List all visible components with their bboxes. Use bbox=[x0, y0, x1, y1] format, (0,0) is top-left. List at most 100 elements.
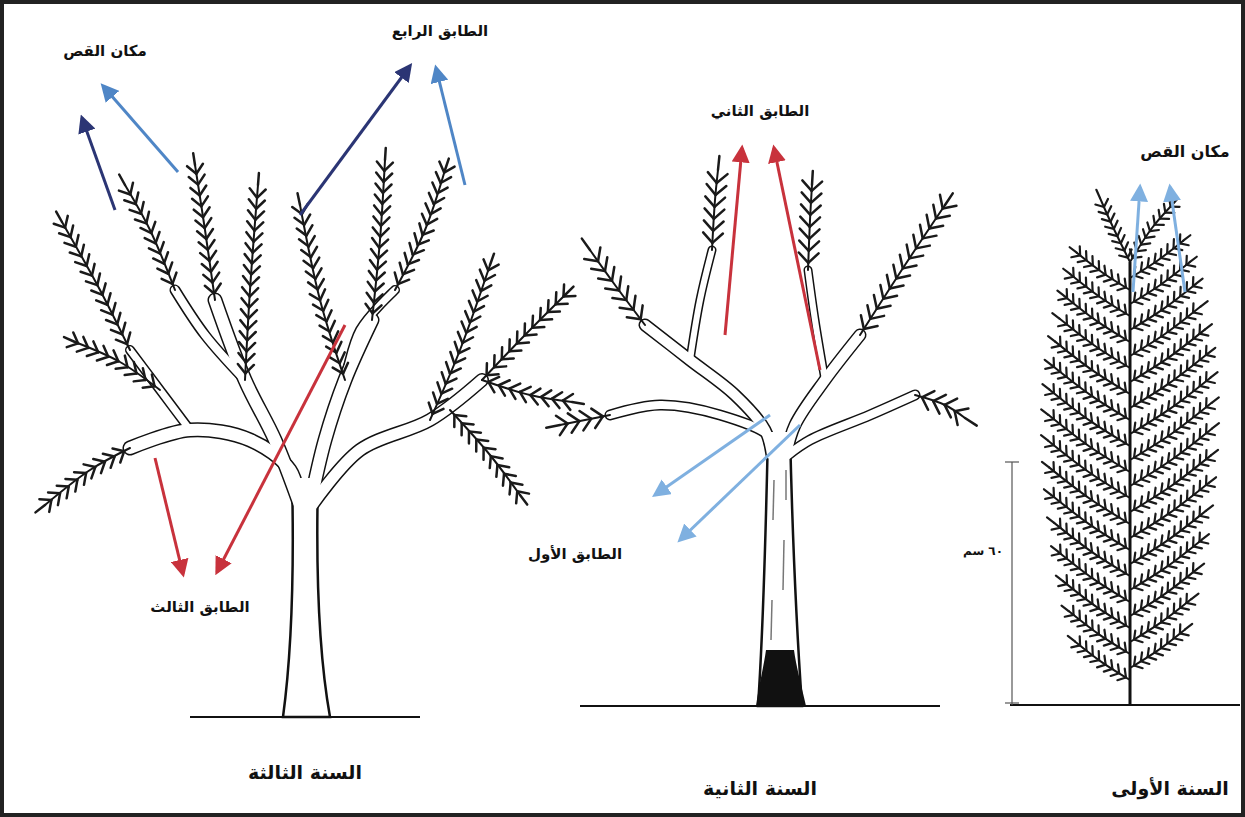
leaf bbox=[922, 397, 928, 410]
leaf bbox=[311, 247, 317, 257]
leaf bbox=[1173, 526, 1176, 535]
leaf bbox=[1104, 500, 1105, 509]
leaf bbox=[800, 217, 809, 227]
leaf bbox=[187, 166, 196, 174]
leaf bbox=[1141, 479, 1150, 482]
leaf bbox=[413, 250, 424, 254]
leaf bbox=[713, 222, 723, 231]
leaf bbox=[102, 283, 105, 295]
leaf bbox=[1134, 579, 1135, 588]
leaf bbox=[1134, 423, 1135, 432]
leaf bbox=[554, 292, 557, 304]
leaf bbox=[1186, 334, 1189, 343]
leaf bbox=[419, 223, 422, 235]
leaf bbox=[373, 216, 380, 225]
leaf bbox=[1072, 268, 1075, 277]
leaf bbox=[933, 401, 939, 414]
leaf bbox=[1111, 491, 1120, 494]
leaf bbox=[1154, 488, 1155, 497]
leaf bbox=[127, 333, 130, 345]
leaf bbox=[1154, 445, 1163, 448]
leaf bbox=[1193, 365, 1202, 367]
leaf bbox=[1205, 476, 1208, 485]
tree-year-one bbox=[1005, 190, 1240, 705]
leaf bbox=[1078, 273, 1081, 282]
leaf bbox=[1141, 574, 1142, 583]
leaf bbox=[91, 467, 95, 478]
leaf bbox=[1104, 565, 1113, 568]
leaf bbox=[1078, 325, 1081, 334]
leaf bbox=[1187, 525, 1196, 527]
leaf bbox=[1104, 604, 1105, 613]
leaf bbox=[1117, 313, 1126, 316]
leaf bbox=[1064, 329, 1073, 331]
leaf bbox=[552, 399, 559, 408]
leaf bbox=[1064, 563, 1073, 565]
leaf bbox=[410, 243, 413, 255]
leaf bbox=[1059, 519, 1062, 528]
leaf bbox=[530, 395, 537, 404]
leaf bbox=[1084, 435, 1087, 444]
leaf bbox=[1068, 636, 1075, 641]
leaf bbox=[199, 242, 208, 250]
leaf bbox=[1096, 190, 1100, 198]
leaf bbox=[1084, 526, 1093, 529]
leaf bbox=[1168, 401, 1169, 410]
leaf bbox=[470, 316, 481, 322]
leaf bbox=[1211, 450, 1218, 455]
leaf bbox=[251, 266, 260, 274]
leaf bbox=[111, 330, 122, 334]
branch-fill bbox=[312, 380, 482, 505]
leaf bbox=[1104, 344, 1105, 353]
leaf bbox=[1065, 498, 1068, 507]
leaf bbox=[1134, 371, 1135, 380]
leaf bbox=[1179, 547, 1182, 556]
leaf bbox=[1172, 239, 1175, 248]
leaf bbox=[1059, 389, 1062, 398]
leaf bbox=[453, 415, 456, 427]
leaf bbox=[1058, 507, 1067, 509]
leaf bbox=[1104, 539, 1113, 542]
leaf bbox=[130, 183, 133, 195]
leader-line bbox=[103, 86, 178, 172]
leaf bbox=[1185, 624, 1192, 629]
leaf bbox=[378, 251, 387, 259]
leaf bbox=[74, 471, 86, 474]
leaf bbox=[1064, 408, 1073, 410]
leaf bbox=[93, 341, 98, 352]
leaf bbox=[1098, 313, 1099, 322]
leaf bbox=[1090, 348, 1099, 351]
leaf bbox=[1134, 327, 1143, 330]
leaf bbox=[1154, 289, 1163, 292]
leaf bbox=[1111, 348, 1112, 357]
leaf bbox=[572, 402, 584, 404]
leaf bbox=[433, 392, 437, 403]
leaf bbox=[113, 448, 125, 451]
leaf bbox=[450, 368, 461, 373]
leaf bbox=[1058, 533, 1067, 535]
leaf bbox=[1077, 417, 1086, 419]
leaf bbox=[568, 413, 580, 421]
leaf bbox=[1134, 379, 1143, 382]
leaf bbox=[509, 349, 521, 352]
leaf bbox=[1111, 452, 1112, 461]
leaf bbox=[1148, 527, 1157, 530]
dimension-line bbox=[1005, 462, 1019, 705]
leaf bbox=[206, 229, 213, 239]
leaf bbox=[1179, 521, 1182, 530]
leader-line bbox=[217, 325, 345, 572]
floor-label: الطابق الثاني bbox=[708, 102, 813, 122]
leaf bbox=[1090, 634, 1099, 636]
leaf bbox=[1148, 579, 1157, 582]
leaf bbox=[1125, 383, 1126, 392]
leaf bbox=[145, 238, 156, 243]
leaf bbox=[434, 198, 444, 204]
leaf bbox=[468, 431, 471, 443]
leaf bbox=[1134, 665, 1143, 668]
leaf bbox=[488, 382, 494, 392]
leaf bbox=[1161, 570, 1170, 573]
twig bbox=[125, 185, 175, 290]
leaf bbox=[1111, 400, 1112, 409]
branch-outline bbox=[215, 300, 300, 505]
leaf bbox=[1072, 320, 1075, 329]
